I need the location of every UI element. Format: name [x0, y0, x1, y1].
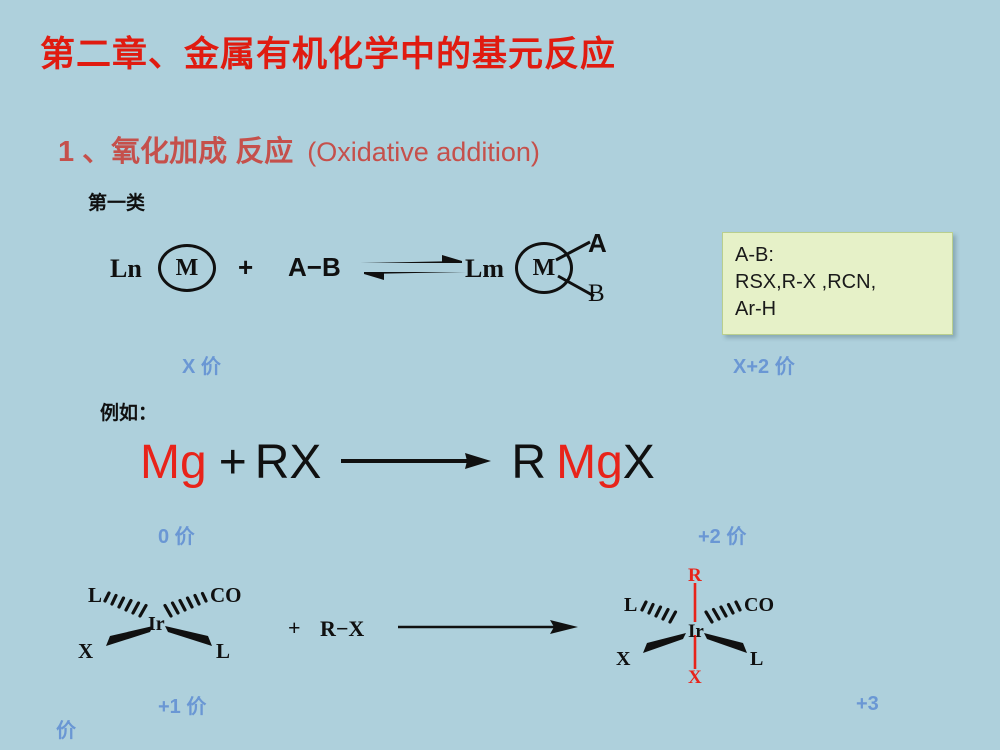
metal-center-circle-product: M — [515, 242, 573, 294]
callout-ab-examples: A-B: RSX,R-X ,RCN, Ar-H — [722, 232, 953, 336]
vaska-complex-reactant: L CO X L Ir — [70, 580, 260, 670]
grignard-product-metal: Mg — [556, 436, 623, 489]
section-subtitle: 1 、氧化加成 反应 (Oxidative addition) — [58, 128, 540, 170]
valence-label-left-vaska: +1 价 — [158, 696, 207, 718]
label-first-class: 第一类 — [88, 193, 146, 214]
svg-text:CO: CO — [744, 594, 774, 616]
grignard-product-x: X — [622, 436, 655, 489]
reagent-ab: A−B — [288, 252, 341, 282]
subtitle-chinese: 1 、氧化加成 反应 — [58, 136, 294, 168]
plus-sign-general: + — [238, 252, 254, 282]
ligand-count-lm: Lm — [465, 254, 504, 283]
grignard-reactant-halide: RX — [254, 436, 322, 489]
svg-text:R: R — [688, 565, 702, 586]
svg-text:L: L — [88, 583, 102, 607]
vaska-complex-product: L CO X L Ir R X — [600, 565, 800, 688]
valence-label-right-general: X+2 价 — [733, 356, 795, 378]
svg-text:X: X — [616, 648, 631, 670]
svg-text:Ir: Ir — [148, 613, 165, 635]
svg-text:X: X — [78, 639, 93, 663]
metal-branch-bonds-icon — [550, 226, 670, 326]
branch-label-a: A — [588, 228, 607, 258]
label-example: 例如： — [100, 403, 158, 424]
svg-text:L: L — [750, 648, 763, 670]
reaction-arrow-icon — [341, 449, 492, 473]
svg-text:X: X — [688, 667, 702, 685]
vaska-reagent-rx: R−X — [320, 616, 365, 641]
svg-text:CO: CO — [210, 583, 242, 607]
branch-label-b: B — [588, 280, 605, 307]
vaska-reaction-arrow-icon — [398, 617, 578, 637]
grignard-product-r: R — [511, 436, 547, 489]
valence-label-left-general: X 价 — [182, 356, 221, 378]
equilibrium-arrow-icon — [358, 252, 468, 282]
valence-label-right-vaska: +3 — [856, 693, 879, 715]
svg-text:Ir: Ir — [688, 621, 704, 642]
svg-text:L: L — [624, 594, 637, 616]
ligand-count-ln: Ln — [110, 254, 142, 283]
svg-text:L: L — [216, 639, 230, 663]
callout-line-1: A-B: — [735, 244, 774, 266]
valence-label-right-vaska-wrap: 价 — [56, 720, 76, 742]
callout-line-3: Ar-H — [735, 297, 777, 320]
subtitle-english: (Oxidative addition) — [307, 137, 540, 167]
vaska-plus-sign: + — [288, 615, 301, 640]
page-title: 第二章、金属有机化学中的基元反应 — [40, 35, 617, 74]
metal-center-circle-reactant: M — [158, 244, 216, 292]
grignard-plus-sign: + — [218, 436, 247, 489]
callout-line-2: RSX,R-X ,RCN, — [735, 270, 877, 293]
grignard-reactant-metal: Mg — [140, 436, 207, 489]
valence-label-left-grignard: 0 价 — [158, 526, 195, 548]
general-equation: Ln M + A−B Lm M A B — [110, 226, 670, 336]
valence-label-right-grignard: +2 价 — [698, 526, 747, 548]
